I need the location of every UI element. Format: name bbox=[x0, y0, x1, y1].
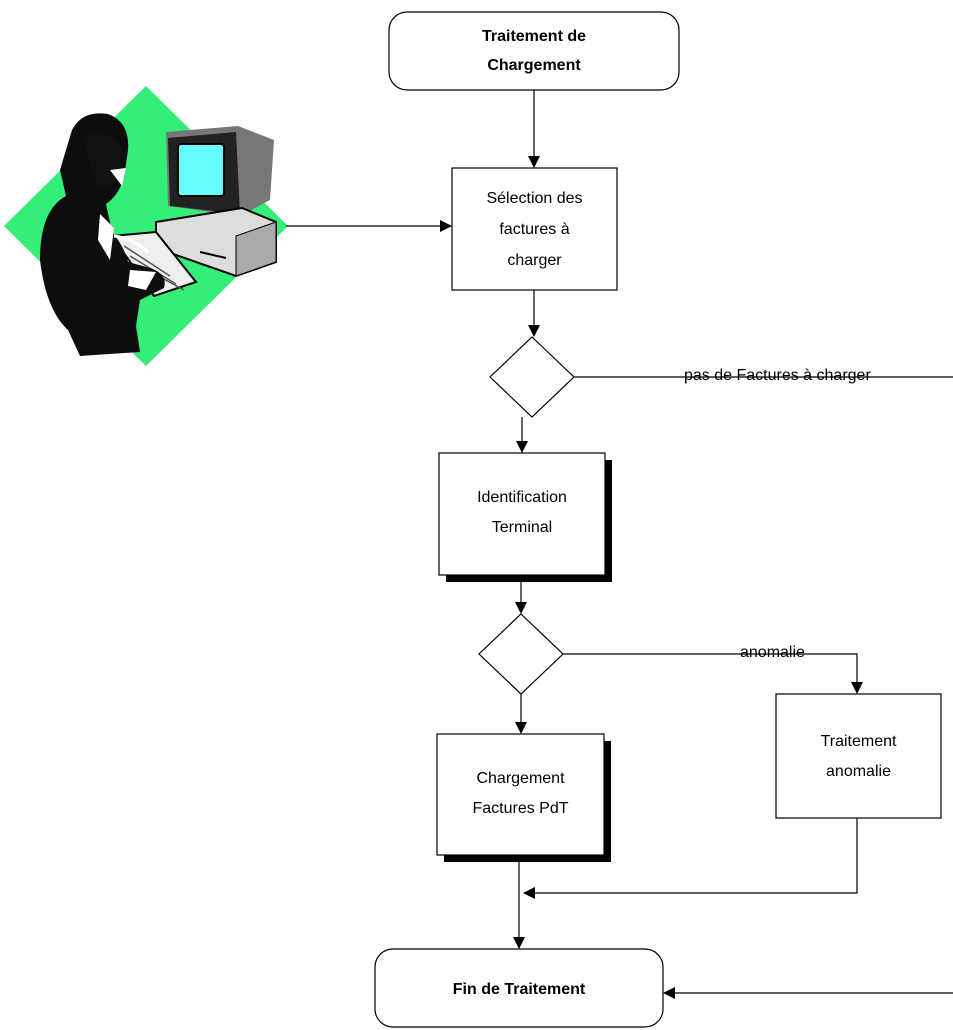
edge-label-no-invoices: pas de Factures à charger bbox=[684, 367, 871, 384]
selection-process-shape bbox=[451, 167, 618, 291]
identification-label: Identification Terminal bbox=[477, 489, 567, 536]
start-label: Traitement de Chargement bbox=[481, 28, 587, 74]
end-label: Fin de Traitement bbox=[452, 981, 586, 998]
identification-process-shape bbox=[438, 452, 606, 576]
person-at-computer-icon bbox=[4, 86, 288, 366]
anomaly-process-shape bbox=[775, 693, 942, 819]
edge-label-anomaly: anomalie bbox=[740, 644, 805, 661]
chargement-label: Chargement Factures PdT bbox=[472, 770, 569, 817]
anomaly-process-label: Traitement anomalie bbox=[820, 733, 897, 780]
connectors bbox=[286, 90, 953, 999]
selection-label: Sélection des factures à charger bbox=[486, 190, 583, 269]
decision-diamond-invoices bbox=[489, 336, 575, 418]
decision-diamond-anomaly bbox=[478, 613, 564, 695]
chargement-process-shape bbox=[436, 733, 605, 856]
